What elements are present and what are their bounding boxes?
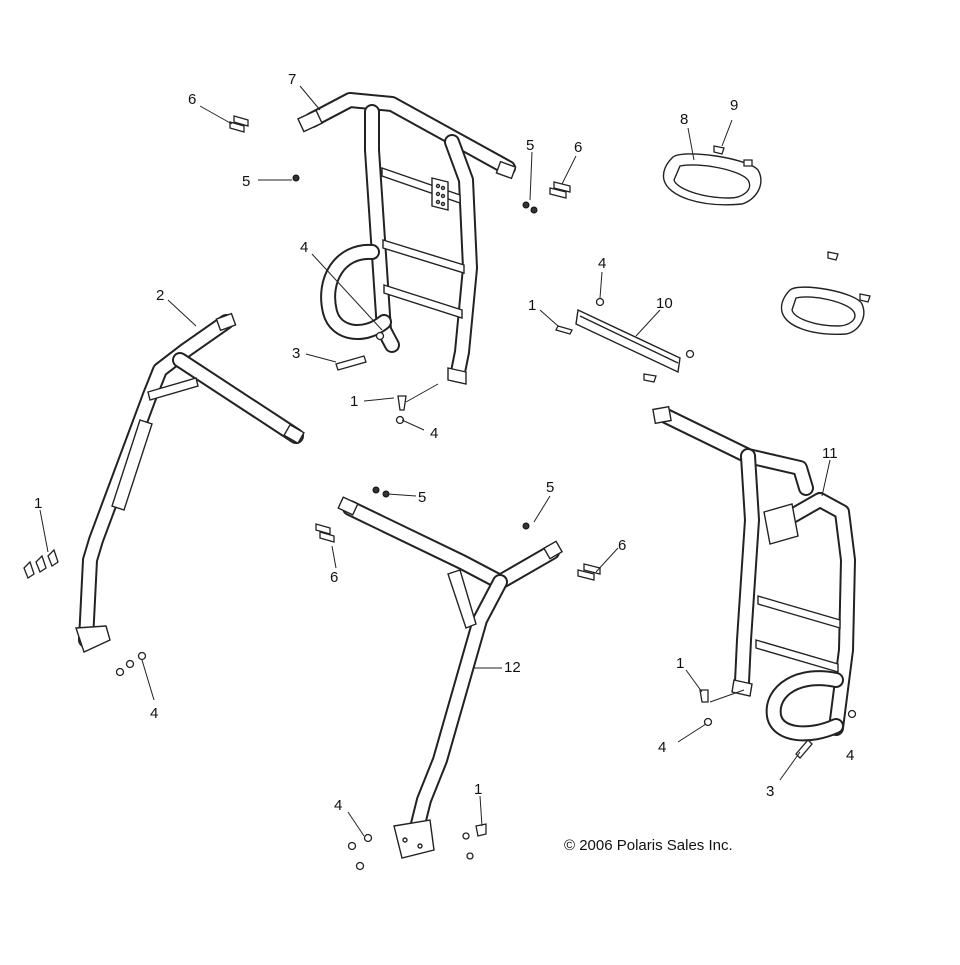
part-12-front-frame (337, 496, 564, 859)
callout-4: 4 (334, 797, 342, 814)
callout-6: 6 (188, 91, 196, 108)
part-8-reflector-bottom (780, 286, 865, 335)
callout-5: 5 (242, 173, 250, 190)
callouts: 6 7 5 5 6 8 9 4 4 1 10 2 3 1 4 1 5 5 6 6… (34, 71, 854, 814)
callout-1: 1 (528, 297, 536, 314)
leader-lines (39, 85, 831, 837)
callout-6: 6 (574, 139, 582, 156)
callout-5: 5 (546, 479, 554, 496)
copyright-notice: © 2006 Polaris Sales Inc. (564, 837, 733, 854)
callout-1: 1 (474, 781, 482, 798)
hardware (23, 115, 871, 871)
part-10-bracket (575, 308, 681, 374)
callout-5: 5 (418, 489, 426, 506)
callout-4: 4 (300, 239, 308, 256)
callout-9: 9 (730, 97, 738, 114)
callout-3: 3 (292, 345, 300, 362)
callout-4: 4 (430, 425, 438, 442)
callout-6: 6 (618, 537, 626, 554)
part-7-rear-frame (297, 92, 517, 385)
callout-8: 8 (680, 111, 688, 128)
callout-5: 5 (526, 137, 534, 154)
callout-4: 4 (658, 739, 666, 756)
part-2-left-frame (75, 312, 305, 653)
callout-3: 3 (766, 783, 774, 800)
part-8-reflector-top (662, 153, 762, 206)
callout-11: 11 (822, 445, 838, 462)
callout-1: 1 (350, 393, 358, 410)
part-11-right-frame (652, 405, 856, 742)
callout-10: 10 (656, 295, 673, 312)
callout-2: 2 (156, 287, 164, 304)
callout-6: 6 (330, 569, 338, 586)
callout-7: 7 (288, 71, 296, 88)
callout-4: 4 (150, 705, 158, 722)
callout-1: 1 (676, 655, 684, 672)
callout-12: 12 (504, 659, 521, 676)
callout-4: 4 (846, 747, 854, 764)
callout-1: 1 (34, 495, 42, 512)
callout-4: 4 (598, 255, 606, 272)
